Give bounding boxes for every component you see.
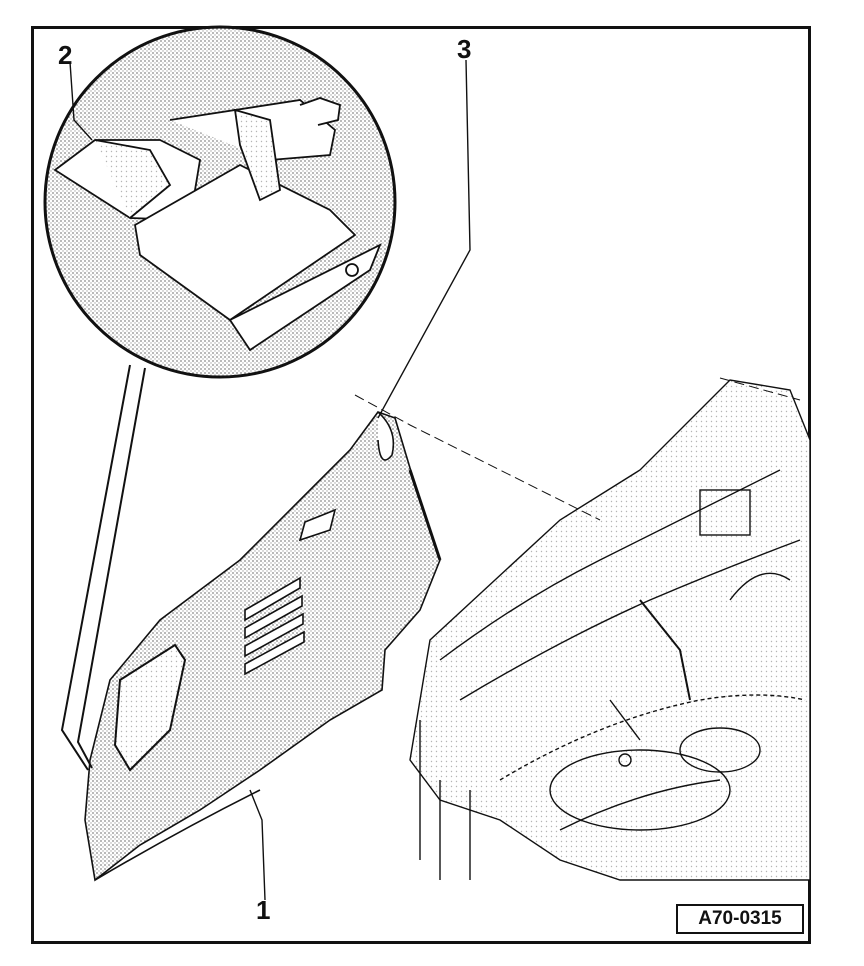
callout-2: 2 xyxy=(58,40,73,70)
callout-leaders xyxy=(69,59,471,901)
vent-slots xyxy=(244,576,305,676)
callout-1: 1 xyxy=(256,895,271,925)
alignment-lines xyxy=(354,377,801,521)
figure-reference-code: A70-0315 xyxy=(676,904,804,934)
detail-leader-lines xyxy=(60,364,146,771)
vehicle-rear-body xyxy=(409,379,811,881)
detail-magnifier xyxy=(43,25,397,379)
callout-3: 3 xyxy=(457,34,472,64)
trim-panel xyxy=(84,411,442,882)
